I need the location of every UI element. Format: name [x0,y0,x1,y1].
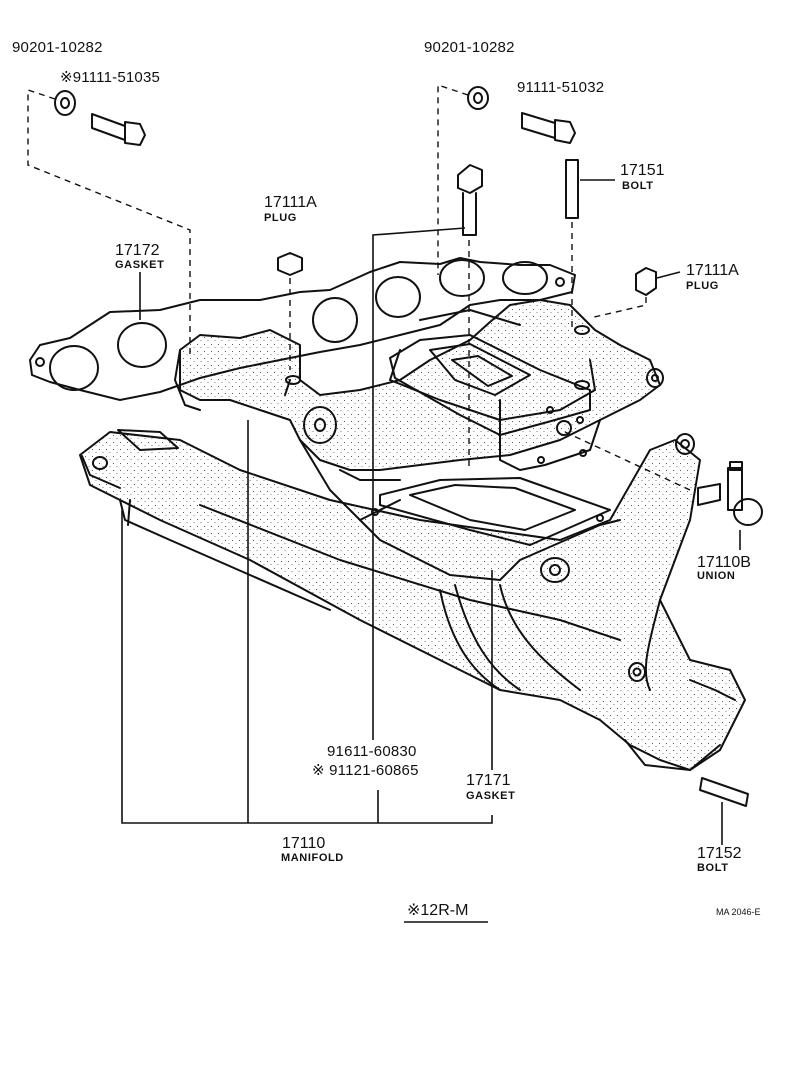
part-name-union: UNION [697,570,736,582]
assembly-dash-plug-right [589,297,647,319]
plug-left-part [277,252,303,276]
leader-91611 [372,227,466,740]
intake-manifold-part [174,299,664,521]
bolt-right-part [521,112,576,144]
part-number-17151: 17151 [620,162,665,179]
part-number-17152: 17152 [697,845,742,862]
part-number-91121-60865: ※ 91121-60865 [312,762,419,779]
flange-gasket-part [359,477,621,581]
assembly-dash-left [27,89,191,355]
part-number-91111-51035: ※91111-51035 [60,69,161,86]
part-number-91111-51032: 91111-51032 [517,79,605,96]
part-name-gasket-17172: GASKET [115,259,165,271]
plug-right-part [635,267,657,296]
washer-right-part [467,86,489,110]
bolt-vertical-part [457,164,483,236]
footer-engine-mark: ※12R-M [407,902,469,919]
part-name-gasket-17171: GASKET [466,790,516,802]
carburetor-flange-part [389,334,601,471]
manifold-bracket [121,420,493,824]
part-number-17172: 17172 [115,242,160,259]
union-part [697,461,763,526]
exhaust-manifold-part [79,429,746,771]
part-number-91611-60830: 91611-60830 [327,743,417,760]
assembly-dash-union [564,431,691,491]
part-name-bolt-17152: BOLT [697,862,729,874]
part-number-90201-left: 90201-10282 [12,39,103,56]
part-number-17111A-left: 17111A [264,194,317,211]
part-name-bolt-17151: BOLT [622,180,654,192]
part-number-17171: 17171 [466,772,511,789]
stud-17152-part [699,777,749,807]
assembly-dash-right-washer [437,84,469,275]
part-number-17110B: 17110B [697,554,751,571]
part-number-17111A-right: 17111A [686,262,739,279]
part-name-plug-right: PLUG [686,280,719,292]
washer-left-part [54,90,76,116]
stud-17151-part [565,159,579,219]
part-name-manifold: MANIFOLD [281,852,344,864]
bolt-left-part [91,113,146,146]
diagram-ref-code: MA 2046-E [716,907,761,917]
part-number-17110: 17110 [282,835,326,852]
part-name-plug-left: PLUG [264,212,297,224]
leader-17111A-right [656,271,681,279]
part-number-90201-right: 90201-10282 [424,39,515,56]
